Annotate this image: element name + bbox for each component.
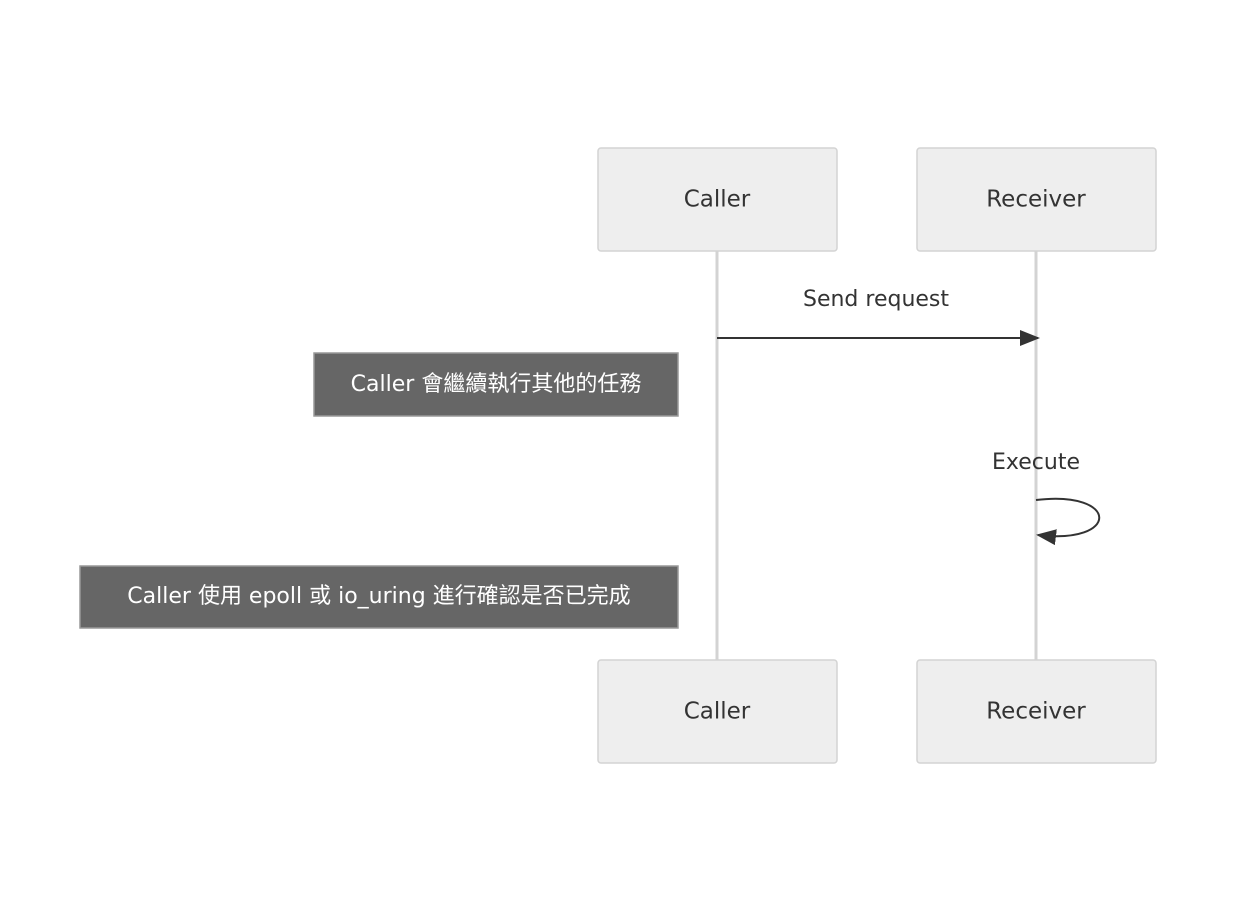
actor-caller-top: Caller [597, 147, 838, 252]
message-send-request: Send request [717, 287, 1040, 346]
note-continue-tasks-text: Caller 會繼續執行其他的任務 [351, 372, 642, 397]
actor-receiver-bottom-label: Receiver [986, 699, 1086, 725]
actor-caller-bottom: Caller [597, 659, 838, 764]
actor-caller-top-label: Caller [684, 187, 751, 213]
actor-receiver-top-label: Receiver [986, 187, 1086, 213]
message-execute: Execute [992, 450, 1101, 546]
message-execute-arrow [1035, 497, 1101, 546]
actor-receiver-bottom: Receiver [916, 659, 1157, 764]
note-continue-tasks: Caller 會繼續執行其他的任務 [313, 352, 679, 417]
note-check-complete-text: Caller 使用 epoll 或 io_uring 進行確認是否已完成 [127, 584, 630, 609]
actor-caller-bottom-label: Caller [684, 699, 751, 725]
actor-receiver-top: Receiver [916, 147, 1157, 252]
note-check-complete: Caller 使用 epoll 或 io_uring 進行確認是否已完成 [79, 565, 679, 629]
message-execute-label: Execute [992, 450, 1080, 475]
message-send-request-label: Send request [803, 287, 949, 312]
